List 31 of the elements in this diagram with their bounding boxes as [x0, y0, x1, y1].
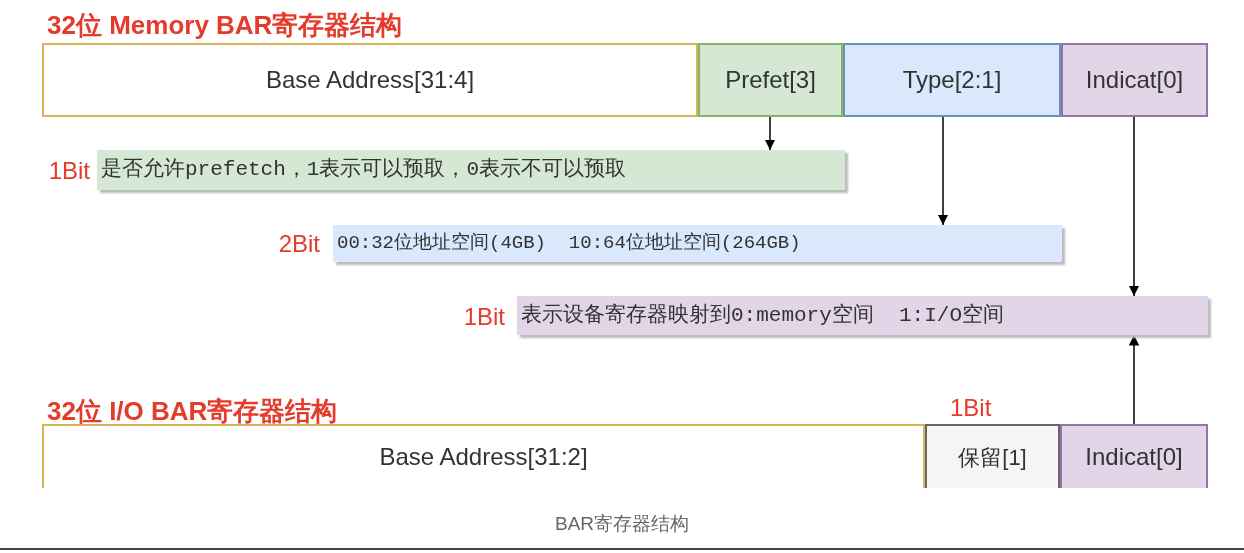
field-text: Type[2:1]: [902, 65, 1002, 95]
register-field: [42, 424, 925, 488]
bit-width-label: 1Bit: [462, 302, 505, 332]
arrow: [1128, 116, 1140, 297]
description-band: [517, 296, 1208, 335]
field-text: 是否允许prefetch，1表示可以预取，0表示不可以预取: [101, 156, 627, 184]
field-text: 00:32位地址空间(4GB) 10:64位地址空间(264GB): [337, 231, 801, 257]
field-text: Indicat[0]: [1085, 65, 1184, 95]
field-text: Base Address[31:4]: [265, 65, 475, 95]
bit-width-label: 1Bit: [47, 156, 90, 186]
field-text: Indicat[0]: [1085, 442, 1183, 472]
section-heading: 32位 I/O BAR寄存器结构: [47, 395, 338, 428]
register-field: [1061, 43, 1208, 117]
arrow: [937, 116, 949, 226]
field-text: 表示设备寄存器映射到0:memory空间 1:I/O空间: [521, 302, 1005, 329]
field-text: Base Address[31:2]: [379, 442, 588, 472]
description-band: [97, 150, 845, 190]
field-text: 保留[1]: [958, 443, 1027, 472]
register-field: [843, 43, 1061, 117]
section-heading: 32位 Memory BAR寄存器结构: [47, 9, 403, 42]
arrow: [1128, 334, 1140, 425]
caption: BAR寄存器结构: [554, 512, 690, 536]
register-field: [925, 424, 1060, 488]
arrow: [764, 116, 776, 151]
register-field: [42, 43, 698, 117]
register-field: [1060, 424, 1208, 488]
bit-width-label: 2Bit: [277, 229, 320, 259]
bit-width-label: 1Bit: [950, 393, 992, 423]
field-text: Prefet[3]: [725, 65, 816, 95]
register-field: [698, 43, 843, 117]
description-band: [333, 225, 1062, 262]
